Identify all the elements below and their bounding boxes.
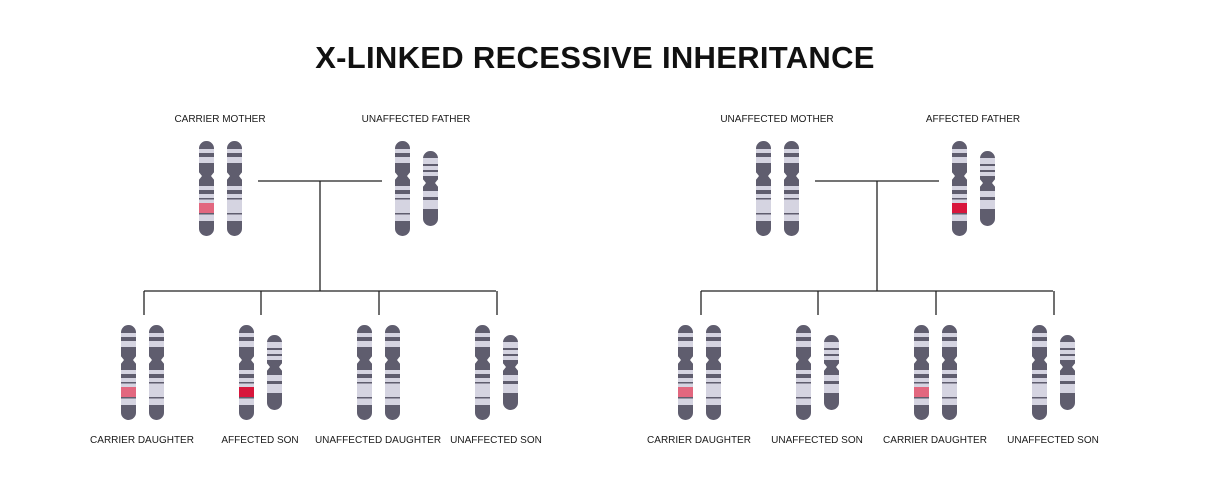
x-chromosome xyxy=(395,141,410,236)
child-label: CARRIER DAUGHTER xyxy=(647,435,751,446)
child-label: CARRIER DAUGHTER xyxy=(883,435,987,446)
diagram-title: X-LINKED RECESSIVE INHERITANCE xyxy=(315,40,875,75)
y-chromosome xyxy=(423,151,438,226)
y-chromosome xyxy=(503,335,518,410)
child-label: UNAFFECTED SON xyxy=(1007,435,1099,446)
x-chromosome xyxy=(1032,325,1047,420)
x-chromosome xyxy=(357,325,372,420)
carrier-gene-marker xyxy=(199,203,214,213)
x-chromosome xyxy=(784,141,799,236)
child-label: UNAFFECTED SON xyxy=(450,435,542,446)
y-chromosome xyxy=(980,151,995,226)
y-chromosome xyxy=(267,335,282,410)
parent-label: UNAFFECTED MOTHER xyxy=(720,114,834,125)
affected-gene-marker xyxy=(952,203,967,213)
carrier-gene-marker xyxy=(121,387,136,397)
x-chromosome xyxy=(227,141,242,236)
x-chromosome xyxy=(385,325,400,420)
child-label: UNAFFECTED DAUGHTER xyxy=(314,435,442,446)
carrier-gene-marker xyxy=(914,387,929,397)
x-chromosome xyxy=(706,325,721,420)
x-chromosome-carrier xyxy=(678,325,693,420)
x-chromosome xyxy=(756,141,771,236)
parent-label: CARRIER MOTHER xyxy=(174,114,266,125)
y-chromosome xyxy=(824,335,839,410)
x-chromosome-carrier xyxy=(121,325,136,420)
parent-label: UNAFFECTED FATHER xyxy=(361,114,471,125)
child-label: UNAFFECTED SON xyxy=(771,435,863,446)
x-chromosome-affected xyxy=(952,141,967,236)
affected-gene-marker xyxy=(239,387,254,397)
y-chromosome xyxy=(1060,335,1075,410)
child-label: CARRIER DAUGHTER xyxy=(90,435,194,446)
child-label: AFFECTED SON xyxy=(221,435,299,446)
x-chromosome-carrier xyxy=(914,325,929,420)
x-chromosome-affected xyxy=(239,325,254,420)
parent-label: AFFECTED FATHER xyxy=(925,114,1021,125)
carrier-gene-marker xyxy=(678,387,693,397)
x-chromosome xyxy=(796,325,811,420)
x-chromosome xyxy=(475,325,490,420)
x-chromosome xyxy=(942,325,957,420)
x-chromosome-carrier xyxy=(199,141,214,236)
x-chromosome xyxy=(149,325,164,420)
